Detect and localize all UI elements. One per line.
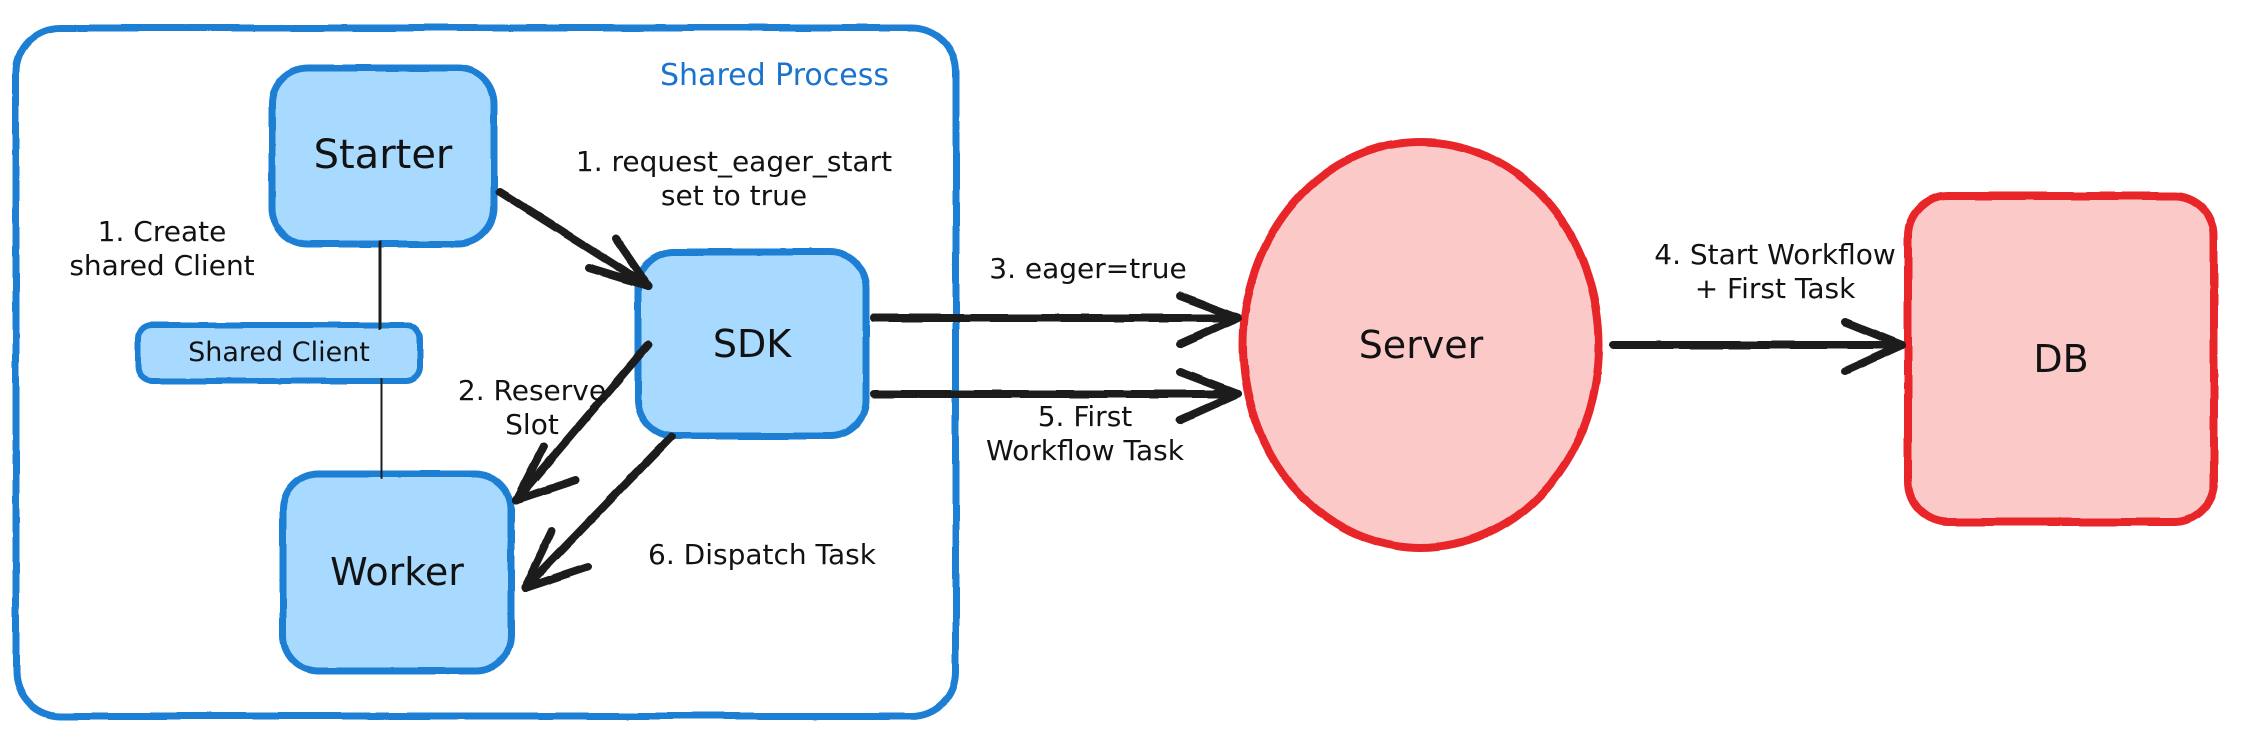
- edge-label-start-workflow-first-task: 4. Start Workflow + First Task: [1654, 238, 1896, 305]
- edge-create-shared-client: [376, 241, 384, 330]
- edge-label-request-eager-start: 1. request_eager_start set to true: [575, 145, 893, 212]
- edge-reserve-slot: [512, 341, 652, 504]
- node-server[interactable]: [1239, 138, 1603, 552]
- edge-label-reserve-slot: 2. Reserve Slot: [457, 374, 607, 441]
- edge-start-workflow-first-task: [1609, 318, 1906, 375]
- edge-first-workflow-task: [870, 368, 1242, 424]
- node-sdk[interactable]: [634, 248, 870, 440]
- edge-label-first-workflow-task: 5. First Workflow Task: [986, 400, 1184, 467]
- edge-eager-true: [870, 292, 1242, 348]
- edge-request-eager-start: [496, 188, 652, 290]
- node-starter[interactable]: [268, 64, 498, 248]
- edge-label-dispatch-task: 6. Dispatch Task: [648, 538, 876, 571]
- shared-process-title: Shared Process: [660, 58, 889, 93]
- node-shared-client[interactable]: [135, 322, 423, 384]
- node-worker[interactable]: [279, 470, 515, 675]
- edge-label-eager-true: 3. eager=true: [989, 252, 1187, 285]
- edge-label-create-shared-client: 1. Create shared Client: [69, 215, 255, 282]
- node-db[interactable]: [1904, 192, 2218, 526]
- edge-shared-client-worker: [378, 378, 385, 479]
- shared-process-container: [12, 24, 960, 720]
- edge-dispatch-task: [521, 432, 676, 592]
